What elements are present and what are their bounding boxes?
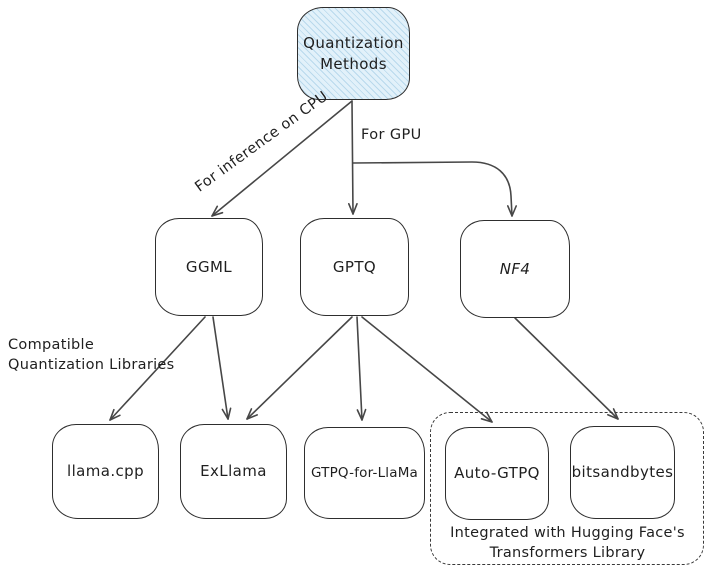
edge-ggml-to-exllama <box>212 316 232 420</box>
edge-ggml-to-llamacpp <box>109 316 206 421</box>
edge-gptq-to-gtpqforllama <box>356 316 367 421</box>
node-gtpq-for-llama-label: GTPQ-for-LlaMa <box>310 464 419 481</box>
edge-root-to-gptq <box>348 100 358 215</box>
node-llama-cpp-label: llama.cpp <box>67 462 144 481</box>
edge-label-gpu: For GPU <box>361 127 422 143</box>
node-quantization-methods: Quantization Methods <box>297 7 410 100</box>
edge-gptq-to-autogtpq <box>361 316 493 423</box>
node-gtpq-for-llama: GTPQ-for-LlaMa <box>304 427 425 519</box>
node-bitsandbytes: bitsandbytes <box>570 426 675 519</box>
node-exllama-label: ExLlama <box>200 462 267 481</box>
node-exllama: ExLlama <box>180 424 287 519</box>
node-nf4-label: NF4 <box>499 259 531 278</box>
node-bitsandbytes-label: bitsandbytes <box>571 463 674 482</box>
node-gptq-label: GPTQ <box>332 257 377 276</box>
node-quantization-methods-label: Quantization Methods <box>303 34 404 73</box>
node-auto-gtpq-label: Auto-GTPQ <box>454 464 540 483</box>
node-nf4: NF4 <box>460 220 570 318</box>
node-ggml: GGML <box>155 218 263 316</box>
edge-root-to-nf4 <box>352 161 517 217</box>
huggingface-group-outline <box>430 412 704 565</box>
edge-gptq-to-exllama <box>246 316 353 420</box>
annotation-compatible-libraries: Compatible Quantization Libraries <box>8 337 175 374</box>
node-auto-gtpq: Auto-GTPQ <box>445 427 549 520</box>
node-llama-cpp: llama.cpp <box>52 424 159 519</box>
edge-root-to-ggml <box>211 100 353 217</box>
edge-nf4-to-bitsandbytes <box>514 317 619 420</box>
node-gptq: GPTQ <box>300 218 409 316</box>
annotation-hf-integration: Integrated with Hugging Face's Transform… <box>450 525 685 562</box>
node-ggml-label: GGML <box>185 257 233 276</box>
